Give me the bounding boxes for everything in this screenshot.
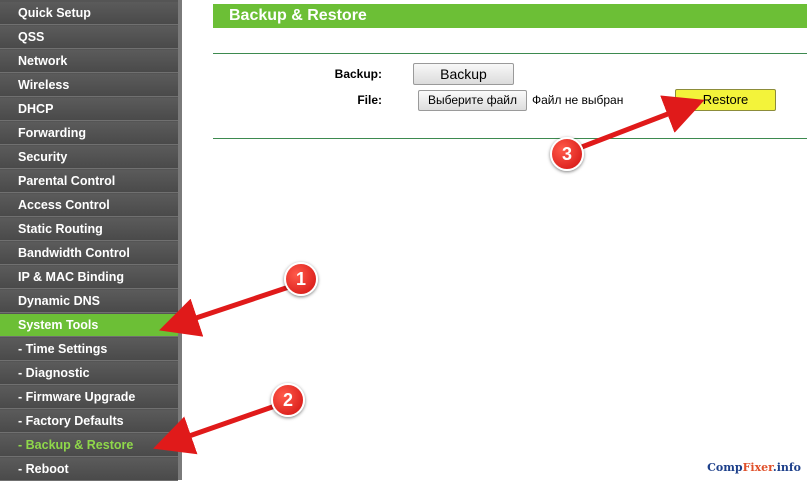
sidebar-item-bandwidth-control[interactable]: Bandwidth Control [0, 242, 178, 265]
sidebar-item-security[interactable]: Security [0, 146, 178, 169]
sidebar-menu: Quick Setup QSS Network Wireless DHCP Fo… [0, 0, 182, 481]
sidebar-item-diagnostic[interactable]: - Diagnostic [0, 362, 178, 385]
sidebar-item-wireless[interactable]: Wireless [0, 74, 178, 97]
arrow-step-1 [159, 283, 295, 337]
restore-button[interactable]: Restore [675, 89, 776, 111]
watermark-part-3: .info [772, 461, 801, 474]
top-divider [213, 53, 807, 54]
sidebar-item-static-routing[interactable]: Static Routing [0, 218, 178, 241]
sidebar-item-firmware-upgrade[interactable]: - Firmware Upgrade [0, 386, 178, 409]
arrow-step-2 [153, 402, 281, 455]
sidebar-item-qss[interactable]: QSS [0, 26, 178, 49]
sidebar-item-access-control[interactable]: Access Control [0, 194, 178, 217]
page-title: Backup & Restore [213, 4, 807, 28]
watermark: CompFixer.info [707, 461, 801, 474]
step-3-badge: 3 [550, 137, 584, 171]
sidebar-item-time-settings[interactable]: - Time Settings [0, 338, 178, 361]
file-label: File: [357, 93, 382, 107]
bottom-divider [213, 138, 807, 139]
file-status-text: Файл не выбран [532, 93, 624, 107]
sidebar-item-quick-setup[interactable]: Quick Setup [0, 2, 178, 25]
sidebar-item-reboot[interactable]: - Reboot [0, 458, 178, 481]
step-1-badge: 1 [284, 262, 318, 296]
sidebar-item-dynamic-dns[interactable]: Dynamic DNS [0, 290, 178, 313]
arrow-step-3 [571, 95, 705, 153]
sidebar-item-system-tools[interactable]: System Tools [0, 314, 178, 337]
step-2-badge: 2 [271, 383, 305, 417]
backup-label: Backup: [334, 67, 382, 81]
choose-file-button[interactable]: Выберите файл [418, 90, 527, 111]
sidebar-item-factory-defaults[interactable]: - Factory Defaults [0, 410, 178, 433]
sidebar-item-network[interactable]: Network [0, 50, 178, 73]
backup-button[interactable]: Backup [413, 63, 514, 85]
watermark-part-2: Fixer [742, 461, 773, 474]
sidebar-item-forwarding[interactable]: Forwarding [0, 122, 178, 145]
watermark-part-1: Comp [707, 461, 743, 474]
sidebar-item-backup-restore[interactable]: - Backup & Restore [0, 434, 178, 457]
sidebar-item-ip-mac-binding[interactable]: IP & MAC Binding [0, 266, 178, 289]
sidebar-item-parental-control[interactable]: Parental Control [0, 170, 178, 193]
sidebar-item-dhcp[interactable]: DHCP [0, 98, 178, 121]
